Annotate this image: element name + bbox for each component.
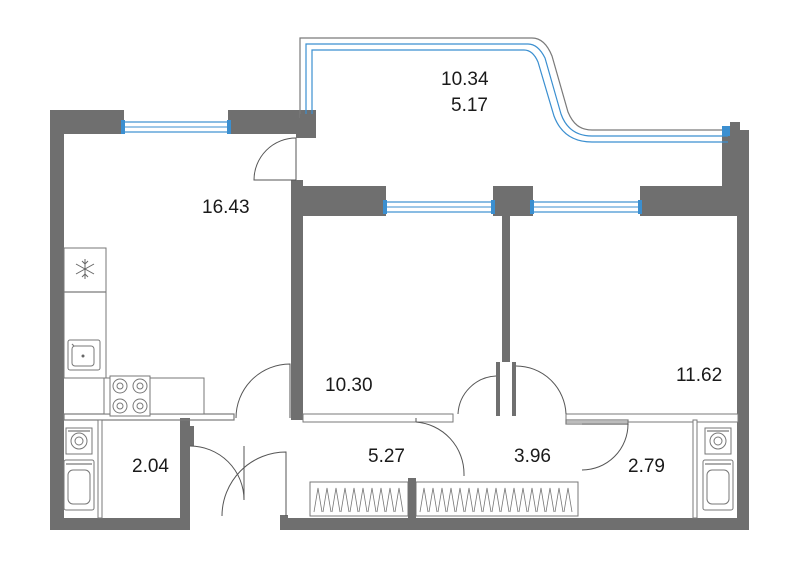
wardrobe-hatch bbox=[309, 478, 579, 518]
doors bbox=[189, 137, 629, 517]
wardrobe-hatch-mark bbox=[437, 487, 447, 513]
wardrobe-hatch-mark bbox=[340, 487, 350, 513]
wardrobe-hatch-mark bbox=[322, 487, 332, 513]
area-label-corridor: 3.96 bbox=[514, 446, 551, 467]
wardrobe-hatch-mark bbox=[509, 487, 519, 513]
wardrobe-hatch-mark bbox=[385, 487, 395, 513]
wardrobe-hatch-mark bbox=[518, 487, 528, 513]
area-label-hallway: 5.27 bbox=[368, 446, 405, 467]
snowflake-icon bbox=[75, 259, 95, 279]
wardrobe-hatch-mark bbox=[491, 487, 501, 513]
wardrobe-hatch-mark bbox=[464, 487, 474, 513]
area-label-bathroom-left: 2.04 bbox=[132, 456, 169, 477]
area-label-kitchen-living: 16.43 bbox=[202, 197, 250, 218]
wardrobe-hatch-mark bbox=[428, 487, 438, 513]
stove-icon bbox=[109, 375, 151, 417]
wardrobe-hatch-mark bbox=[394, 487, 404, 513]
wardrobe-hatch-mark bbox=[376, 487, 386, 513]
wardrobe-hatch-mark bbox=[455, 487, 465, 513]
toilet-icon bbox=[702, 459, 734, 511]
wardrobe-hatch-mark bbox=[349, 487, 359, 513]
wardrobe-hatch-mark bbox=[473, 487, 483, 513]
wardrobe-hatch-mark bbox=[313, 487, 323, 513]
area-label-bedroom-2: 11.62 bbox=[676, 365, 722, 386]
wardrobe-hatch-mark bbox=[536, 487, 546, 513]
washing-machine-icon bbox=[704, 427, 732, 455]
windows bbox=[121, 120, 642, 214]
wardrobe-hatch-mark bbox=[500, 487, 510, 513]
wardrobe-hatch-mark bbox=[563, 487, 573, 513]
toilet-icon bbox=[63, 459, 95, 511]
wardrobe-hatch-mark bbox=[419, 487, 429, 513]
wardrobe-hatch-mark bbox=[331, 487, 341, 513]
area-label-balcony-total: 10.34 bbox=[441, 69, 489, 90]
area-label-bedroom-1: 10.30 bbox=[325, 375, 373, 396]
balcony-glazing bbox=[299, 37, 730, 143]
interior-walls bbox=[63, 180, 739, 530]
wardrobe-hatch-mark bbox=[446, 487, 456, 513]
sink-icon bbox=[67, 339, 101, 371]
wardrobe-hatch-mark bbox=[545, 487, 555, 513]
wardrobe-hatch-mark bbox=[482, 487, 492, 513]
wardrobe-hatch-mark bbox=[554, 487, 564, 513]
wardrobe-hatch-mark bbox=[367, 487, 377, 513]
wardrobe-hatch-mark bbox=[527, 487, 537, 513]
area-label-balcony-reduced: 5.17 bbox=[451, 95, 488, 116]
area-label-bathroom-right: 2.79 bbox=[628, 456, 665, 477]
room-labels: 16.43 10.34 5.17 10.30 11.62 2.04 5.27 3… bbox=[132, 69, 722, 477]
washing-machine-icon bbox=[65, 427, 93, 455]
wardrobe-hatch-mark bbox=[358, 487, 368, 513]
